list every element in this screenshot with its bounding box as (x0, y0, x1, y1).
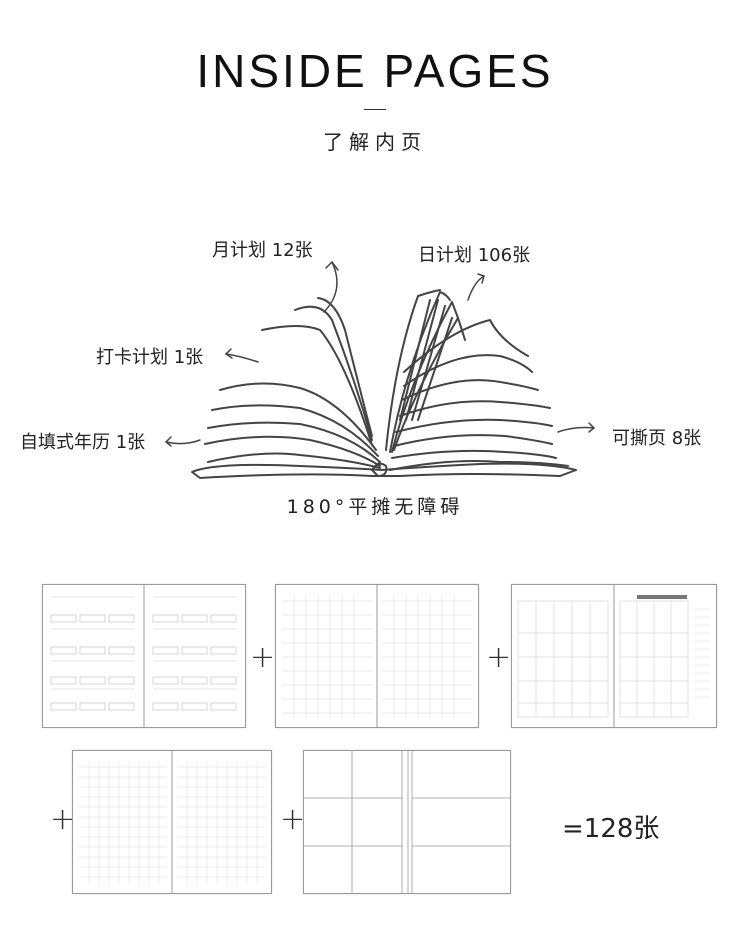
checkin-grid-thumbnail (275, 584, 479, 728)
checkin-plan-label: 打卡计划 1张 (96, 347, 204, 368)
plus-sign: + (280, 802, 306, 837)
monthly-plan-thumbnail (511, 584, 717, 728)
plus-sign: + (50, 802, 76, 837)
daily-plan-label: 日计划 106张 (418, 245, 531, 266)
tearable-pages-label: 可撕页 8张 (612, 428, 702, 449)
flat-lay-caption: 180°平摊无障碍 (286, 496, 464, 518)
calendar-spread-thumbnail (42, 584, 246, 728)
daily-plan-thumbnail (72, 750, 272, 894)
page-subtitle: 了解内页 (323, 130, 427, 154)
monthly-plan-label: 月计划 12张 (212, 240, 313, 261)
calendar-label: 自填式年历 1张 (20, 432, 146, 453)
total-count: =128张 (562, 814, 660, 844)
plus-sign: + (250, 640, 276, 675)
title-divider (364, 109, 386, 110)
page-title: INSIDE PAGES (196, 45, 554, 97)
tearable-pages-thumbnail (303, 750, 511, 894)
plus-sign: + (486, 640, 512, 675)
